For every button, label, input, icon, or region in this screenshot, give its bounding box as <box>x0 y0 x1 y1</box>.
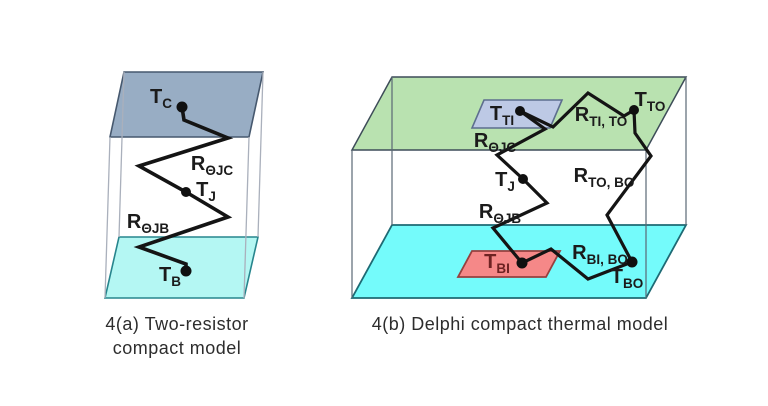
label-tti: TTI <box>490 103 514 128</box>
box-edge-front-right <box>243 136 250 299</box>
node-dot-tto <box>629 105 639 115</box>
label-tj: TJ <box>495 169 515 194</box>
node-dot-tti <box>515 106 525 116</box>
label-r-theta-jb: RΘJB <box>127 211 169 236</box>
resistor-zigzag-rbi-bo <box>520 247 634 281</box>
figure-a-two-resistor-model: TC RΘJC TJ RΘJB TB 4(a) Two-resistor com… <box>103 71 264 358</box>
figure-a-caption-line2: compact model <box>113 338 242 358</box>
node-dot-tc <box>176 101 188 113</box>
node-dot-tb <box>180 265 192 277</box>
node-dot-tbo <box>626 256 638 268</box>
label-rbi-bo: RBI, BO <box>572 242 628 267</box>
label-rto-bo: RTO, BO <box>574 165 635 190</box>
figure-b-delphi-model: TTI RΘJC TJ RΘJB TBI TTO RTI, TO RTO, BO… <box>350 76 688 334</box>
figure-b-caption: 4(b) Delphi compact thermal model <box>372 314 669 334</box>
label-tc: TC <box>150 86 172 111</box>
label-rti-to: RTI, TO <box>575 104 627 129</box>
label-r-theta-jc: RΘJC <box>191 153 233 178</box>
node-dot-tj <box>181 187 191 197</box>
box-edge-back-right <box>257 71 264 238</box>
label-r-theta-jb: RΘJB <box>479 201 521 226</box>
label-tbo: TBO <box>611 266 643 291</box>
box-edge-front-left <box>104 136 111 299</box>
label-tto: TTO <box>635 89 666 114</box>
label-tbi: TBI <box>484 251 510 276</box>
label-tb: TB <box>159 264 181 289</box>
resistor-zigzag-rti-to <box>518 90 636 129</box>
node-dot-tbi <box>516 257 528 269</box>
node-dot-tj <box>518 174 528 184</box>
label-r-theta-jc: RΘJC <box>474 130 516 155</box>
resistor-zigzag-rto-bo <box>605 108 653 264</box>
box-edge-back-left <box>118 71 125 238</box>
figure-a-caption-line1: 4(a) Two-resistor <box>105 314 248 334</box>
label-tj: TJ <box>196 179 216 204</box>
board-bottom-face <box>103 236 260 299</box>
